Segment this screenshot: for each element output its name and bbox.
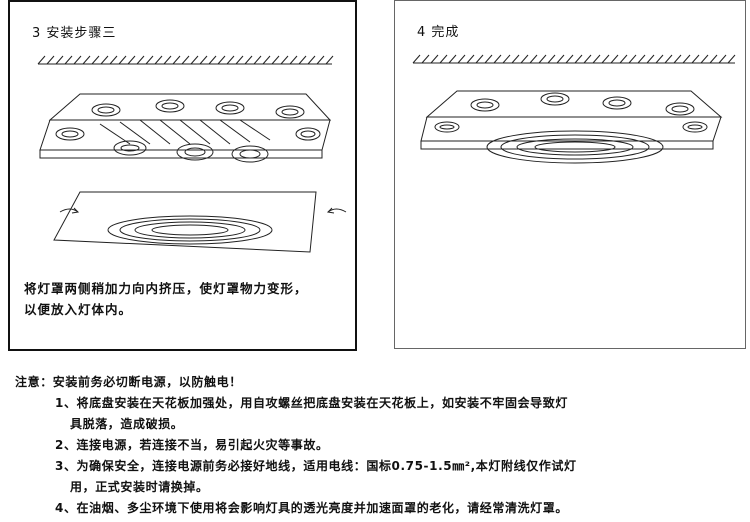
step4-title: 4 完成	[417, 25, 460, 40]
hatch-stroke	[163, 55, 172, 65]
ceiling-hatch	[37, 55, 334, 65]
step3-desc-line1: 将灯罩两侧稍加力向内挤压，使灯罩物力变形，	[24, 281, 308, 296]
note-item-1: 1、将底盘安装在天花板加强处，用自攻螺丝把底盘安装在天花板上，如安装不牢固会导致…	[55, 396, 568, 410]
hatch-stroke	[655, 54, 664, 64]
note-item-3: 3、为确保安全，连接电源前务必接好地线，适用电线：国标0.75-1.5㎜²,本灯…	[55, 459, 577, 473]
hatch-stroke	[718, 54, 727, 64]
lamp-finished	[420, 90, 723, 164]
hatch-stroke	[145, 55, 154, 65]
hatch-stroke	[316, 55, 325, 65]
note-item-2: 2、连接电源，若连接不当，易引起火灾等事故。	[55, 438, 329, 452]
hatch-stroke	[673, 54, 682, 64]
hatch-stroke	[565, 54, 574, 64]
cover-plate	[53, 191, 317, 253]
hatch-stroke	[646, 54, 655, 64]
ceiling-hatch	[412, 54, 736, 64]
hatch-stroke	[280, 55, 289, 65]
hatch-stroke	[226, 55, 235, 65]
notes-heading: 注意：安装前务必切断电源，以防触电！	[15, 375, 242, 389]
hatch-stroke	[421, 54, 430, 64]
hatch-stroke	[64, 55, 73, 65]
hatch-stroke	[253, 55, 262, 65]
hatch-stroke	[271, 55, 280, 65]
hatch-stroke	[235, 55, 244, 65]
hatch-stroke	[493, 54, 502, 64]
hatch-stroke	[289, 55, 298, 65]
hatch-stroke	[727, 54, 736, 64]
hatch-stroke	[592, 54, 601, 64]
step3-illustration	[37, 55, 347, 253]
hatch-stroke	[127, 55, 136, 65]
hatch-stroke	[601, 54, 610, 64]
hatch-stroke	[154, 55, 163, 65]
notes-section: 注意：安装前务必切断电源，以防触电！ 1、将底盘安装在天花板加强处，用自攻螺丝把…	[15, 372, 740, 519]
hatch-stroke	[700, 54, 709, 64]
hatch-stroke	[82, 55, 91, 65]
step3-title: 3 安装步骤三	[32, 26, 117, 41]
note-item-4: 4、在油烟、多尘环境下使用将会影响灯具的透光亮度并加速面罩的老化，请经常清洗灯罩…	[55, 501, 568, 515]
squeeze-arrow-left	[59, 207, 80, 214]
hatch-stroke	[439, 54, 448, 64]
lamp-body	[39, 93, 332, 163]
step3-desc-line2: 以便放入灯体内。	[24, 302, 133, 317]
hatch-stroke	[457, 54, 466, 64]
hatch-stroke	[556, 54, 565, 64]
hatch-stroke	[208, 55, 217, 65]
hatch-stroke	[325, 55, 334, 65]
step4-illustration	[412, 54, 736, 164]
hatch-stroke	[100, 55, 109, 65]
hatch-stroke	[55, 55, 64, 65]
hatch-stroke	[475, 54, 484, 64]
hatch-stroke	[511, 54, 520, 64]
hatch-stroke	[574, 54, 583, 64]
hatch-stroke	[691, 54, 700, 64]
hatch-stroke	[244, 55, 253, 65]
hatch-stroke	[682, 54, 691, 64]
hatch-stroke	[547, 54, 556, 64]
hatch-stroke	[190, 55, 199, 65]
hatch-stroke	[448, 54, 457, 64]
hatch-stroke	[583, 54, 592, 64]
hatch-stroke	[46, 55, 55, 65]
hatch-stroke	[502, 54, 511, 64]
hatch-stroke	[637, 54, 646, 64]
hatch-stroke	[538, 54, 547, 64]
hatch-stroke	[709, 54, 718, 64]
hatch-stroke	[109, 55, 118, 65]
step3-panel: 3 安装步骤三	[8, 0, 357, 351]
hatch-stroke	[619, 54, 628, 64]
hatch-stroke	[484, 54, 493, 64]
hatch-stroke	[181, 55, 190, 65]
hatch-stroke	[172, 55, 181, 65]
hatch-stroke	[529, 54, 538, 64]
note-item-3-cont: 用，正式安装时请换掉。	[70, 480, 209, 494]
hatch-stroke	[466, 54, 475, 64]
hatch-stroke	[412, 54, 421, 64]
hatch-stroke	[664, 54, 673, 64]
hatch-stroke	[430, 54, 439, 64]
hatch-stroke	[628, 54, 637, 64]
hatch-stroke	[262, 55, 271, 65]
hatch-stroke	[610, 54, 619, 64]
step4-panel: 4 完成	[394, 0, 746, 349]
hatch-stroke	[91, 55, 100, 65]
step3-description: 将灯罩两侧稍加力向内挤压，使灯罩物力变形， 以便放入灯体内。	[24, 278, 344, 320]
squeeze-arrow-right	[326, 207, 347, 214]
hatch-stroke	[307, 55, 316, 65]
hatch-stroke	[136, 55, 145, 65]
hatch-stroke	[73, 55, 82, 65]
hatch-stroke	[37, 55, 46, 65]
hatch-stroke	[217, 55, 226, 65]
hatch-stroke	[118, 55, 127, 65]
hatch-stroke	[520, 54, 529, 64]
note-item-1-cont: 具脱落，造成破损。	[70, 417, 184, 431]
hatch-stroke	[298, 55, 307, 65]
hatch-stroke	[199, 55, 208, 65]
